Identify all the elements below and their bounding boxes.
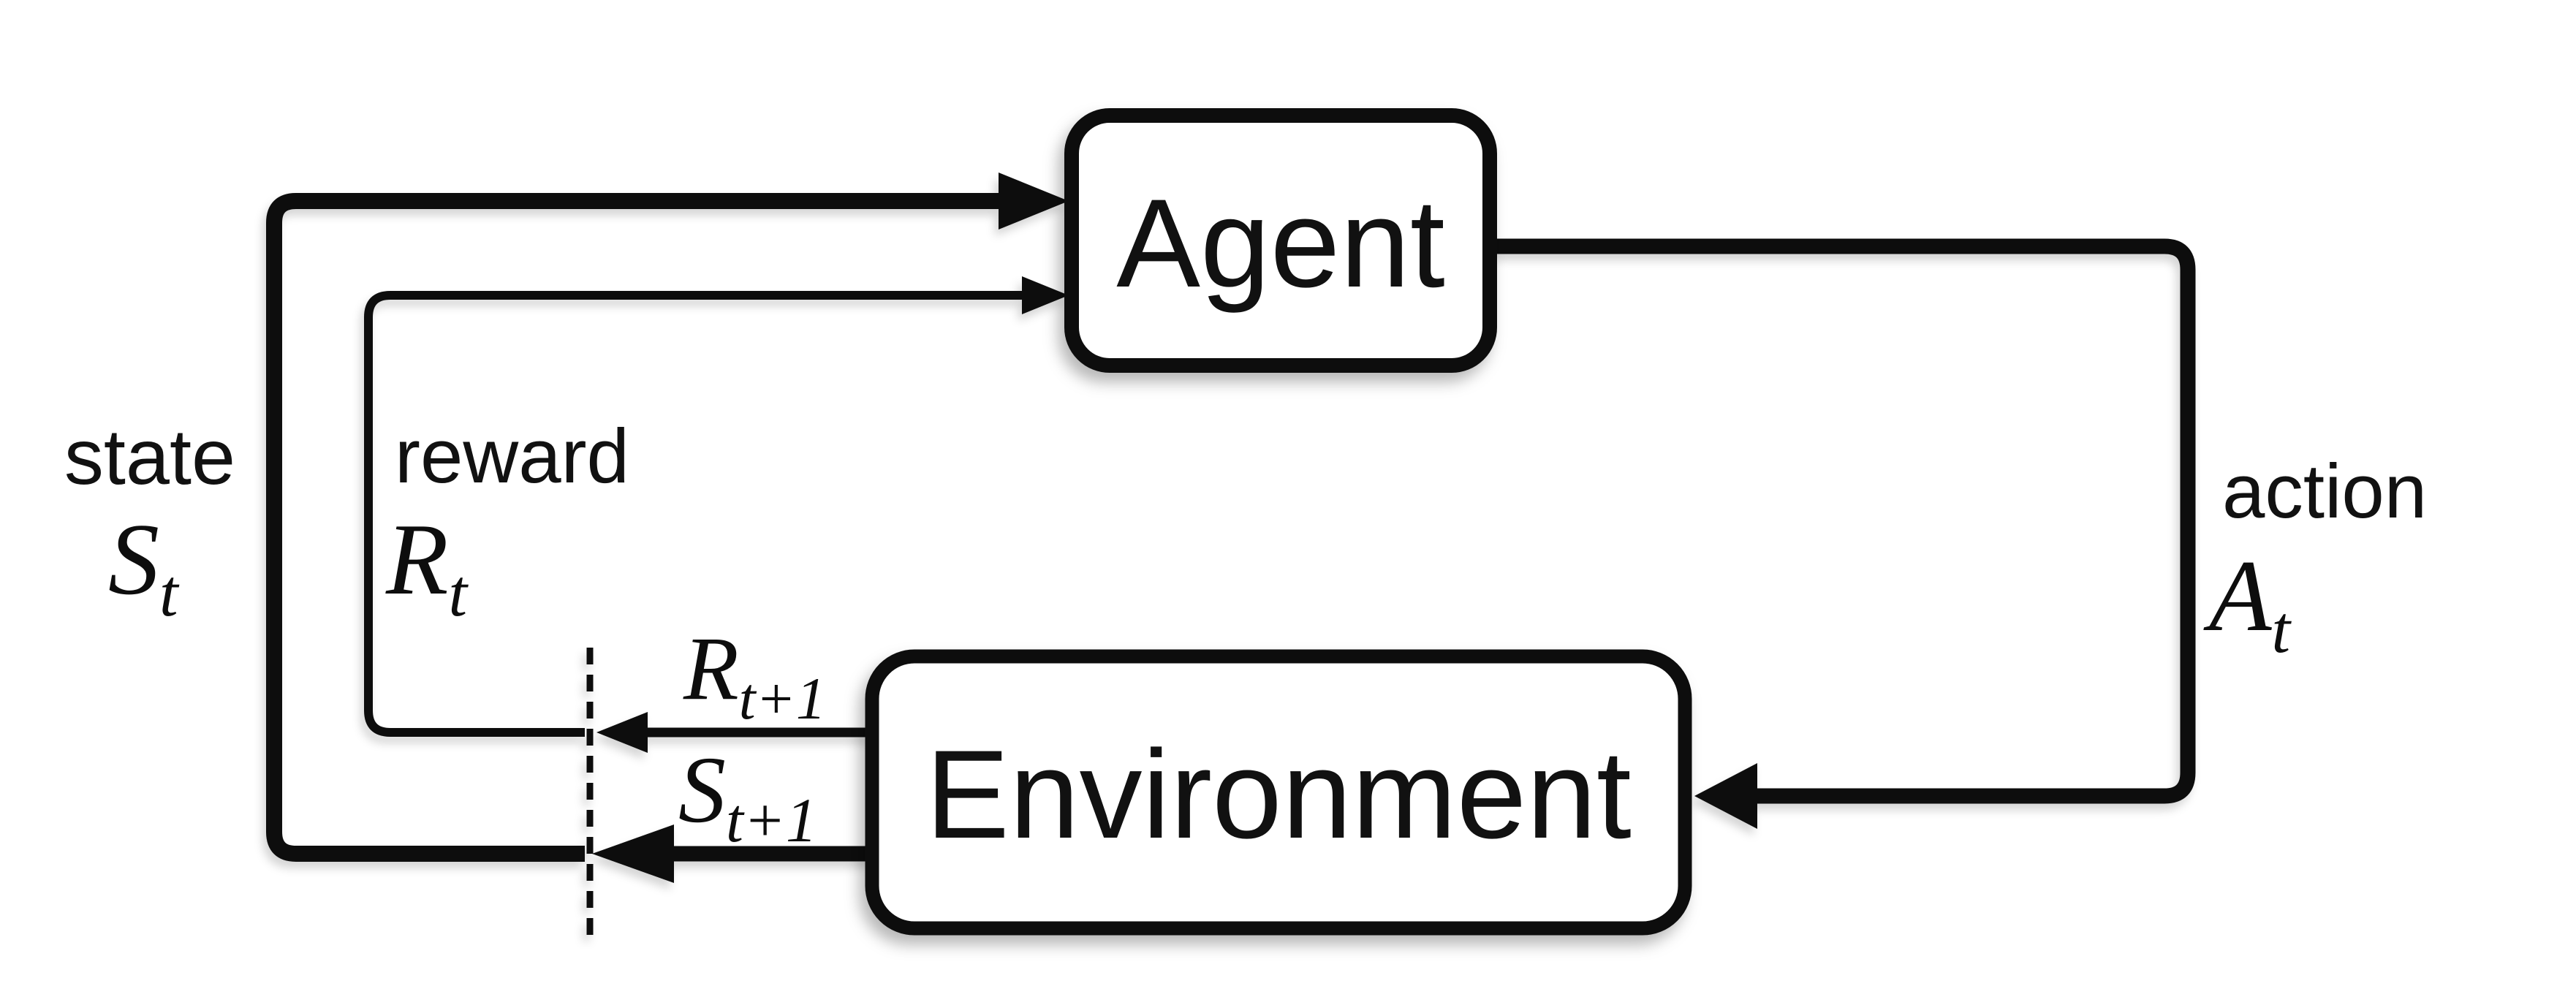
reward-symbol-sub: t	[449, 556, 469, 630]
state-symbol-sub: t	[159, 556, 180, 630]
next-state-arrowhead	[592, 824, 674, 883]
state-symbol: St	[108, 503, 180, 630]
state-word-label: state	[64, 412, 235, 501]
state-symbol-base: S	[108, 503, 159, 616]
action-symbol-base: A	[2203, 539, 2272, 653]
next-state-symbol-sub: t+1	[726, 785, 817, 855]
next-state-symbol: St+1	[678, 738, 817, 855]
state-loop-line	[266, 193, 1001, 862]
next-state-symbol-base: S	[678, 738, 726, 843]
reward-word-label: reward	[395, 414, 629, 499]
agent-box	[1064, 108, 1497, 373]
next-reward-symbol: Rt+1	[683, 618, 826, 732]
action-word-label: action	[2222, 449, 2427, 534]
reward-symbol: Rt	[385, 503, 469, 630]
reward-loop-line	[364, 291, 1025, 737]
action-arrowhead-into-environment	[1694, 763, 1757, 829]
next-reward-symbol-sub: t+1	[739, 665, 826, 732]
action-line	[1496, 238, 2196, 804]
state-arrowhead-into-agent	[999, 173, 1069, 230]
environment-label: Environment	[925, 724, 1632, 865]
action-symbol-sub: t	[2272, 592, 2292, 667]
next-reward-arrowhead	[596, 712, 648, 753]
action-symbol: At	[2203, 539, 2292, 667]
reward-symbol-base: R	[385, 503, 449, 616]
agent-label: Agent	[1116, 173, 1444, 314]
reward-arrowhead-into-agent	[1022, 276, 1069, 314]
environment-box	[865, 649, 1692, 936]
next-reward-symbol-base: R	[683, 618, 739, 719]
